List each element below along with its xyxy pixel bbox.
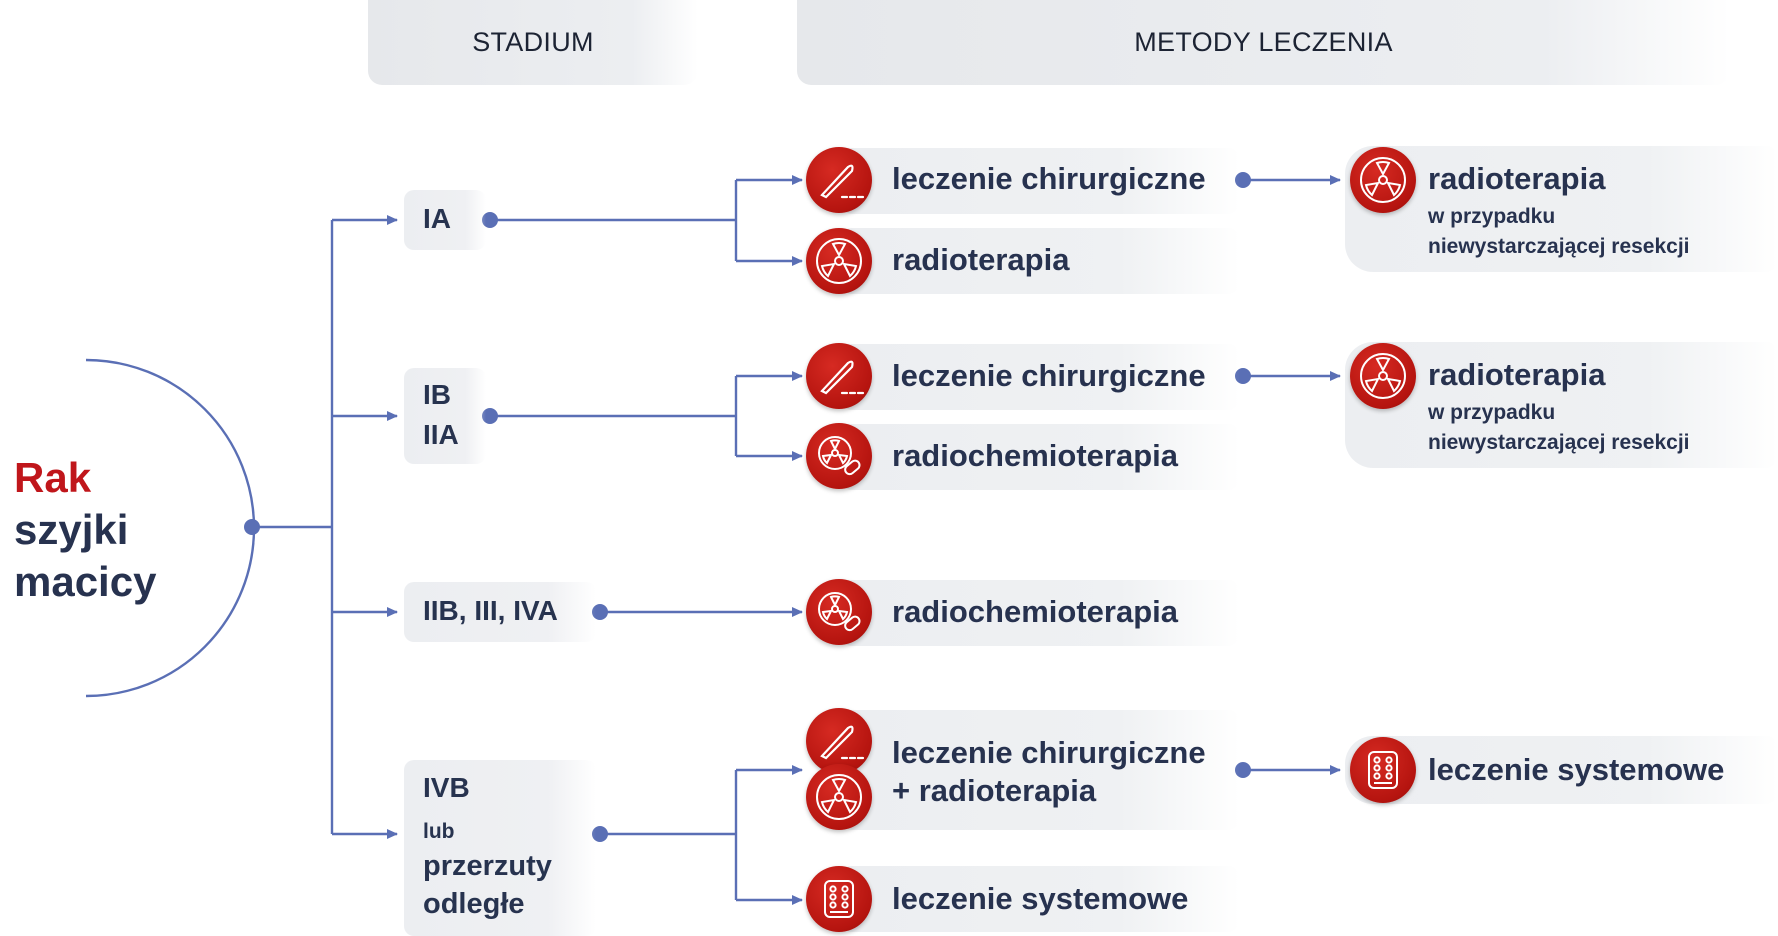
method-label-iib-radiochemo: radiochemioterapia — [892, 594, 1178, 629]
stage-ib-label: IB — [423, 379, 451, 410]
method-box-iib-radiochemo — [840, 580, 1240, 646]
stage-ia-label: IA — [423, 203, 451, 234]
title-line-3: macicy — [14, 558, 157, 605]
header-stadium: STADIUM — [368, 0, 698, 85]
radiation-pill-icon — [806, 579, 872, 645]
header-methods: METODY LECZENIA — [797, 0, 1730, 85]
radiation-pill-icon — [806, 423, 872, 489]
method-label-ivb-surgery: leczenie chirurgiczne — [892, 735, 1206, 770]
followup-condition-ib-1: w przypadku — [1428, 401, 1556, 424]
radiation-icon — [1350, 147, 1416, 213]
method-box-ib-radiochemo — [840, 424, 1240, 490]
method-label-ib-surgery: leczenie chirurgiczne — [892, 358, 1206, 393]
followup-box-ivb — [1345, 736, 1778, 804]
stage-ib-iia: IB IIA — [404, 368, 486, 464]
scalpel-icon — [806, 343, 872, 409]
radiation-icon — [806, 764, 872, 830]
title-line-1: Rak — [14, 454, 92, 501]
pill-blister-icon — [806, 866, 872, 932]
diagram-title: Rak szyjki macicy — [14, 452, 156, 608]
followup-condition-ia-1: w przypadku — [1428, 205, 1556, 228]
stage-iib-iii-iva: IIB, III, IVA — [404, 582, 596, 642]
stage-ia: IA — [404, 190, 486, 250]
followup-label-ia-radio: radioterapia — [1428, 161, 1606, 196]
stage-przerzuty-label: przerzuty — [423, 850, 552, 882]
scalpel-icon — [806, 147, 872, 213]
followup-box-ia — [1345, 146, 1778, 272]
method-box-ib-surgery — [840, 344, 1240, 410]
followup-condition-ia-2: niewystarczającej resekcji — [1428, 235, 1690, 258]
method-box-ia-radio — [840, 228, 1240, 294]
title-line-2: szyjki — [14, 506, 129, 553]
pill-blister-icon — [1350, 737, 1416, 803]
stage-iia-label: IIA — [423, 419, 459, 450]
radiation-icon — [1350, 343, 1416, 409]
stage-ivb: IVB lub przerzuty odległe — [404, 760, 596, 936]
stage-ivb-label: IVB — [423, 772, 470, 803]
stage-iib-label: IIB, III, IVA — [423, 595, 558, 626]
scalpel-icon — [806, 708, 872, 774]
method-label-ivb-systemic: leczenie systemowe — [892, 881, 1189, 916]
method-box-ivb-surgery-radio — [840, 710, 1240, 830]
stage-odlegle-label: odległe — [423, 888, 525, 920]
followup-label-ib-radio: radioterapia — [1428, 357, 1606, 392]
method-label-ib-radiochemo: radiochemioterapia — [892, 438, 1178, 473]
method-box-ivb-systemic — [840, 866, 1240, 932]
followup-box-ib — [1345, 342, 1778, 468]
method-label-ia-surgery: leczenie chirurgiczne — [892, 161, 1206, 196]
followup-condition-ib-2: niewystarczającej resekcji — [1428, 431, 1690, 454]
followup-label-ivb-systemic: leczenie systemowe — [1428, 752, 1725, 787]
stage-lub-label: lub — [423, 820, 455, 843]
radiation-icon — [806, 228, 872, 294]
method-label-ivb-radio: + radioterapia — [892, 773, 1097, 808]
method-box-ia-surgery — [840, 148, 1240, 214]
method-label-ia-radio: radioterapia — [892, 242, 1070, 277]
